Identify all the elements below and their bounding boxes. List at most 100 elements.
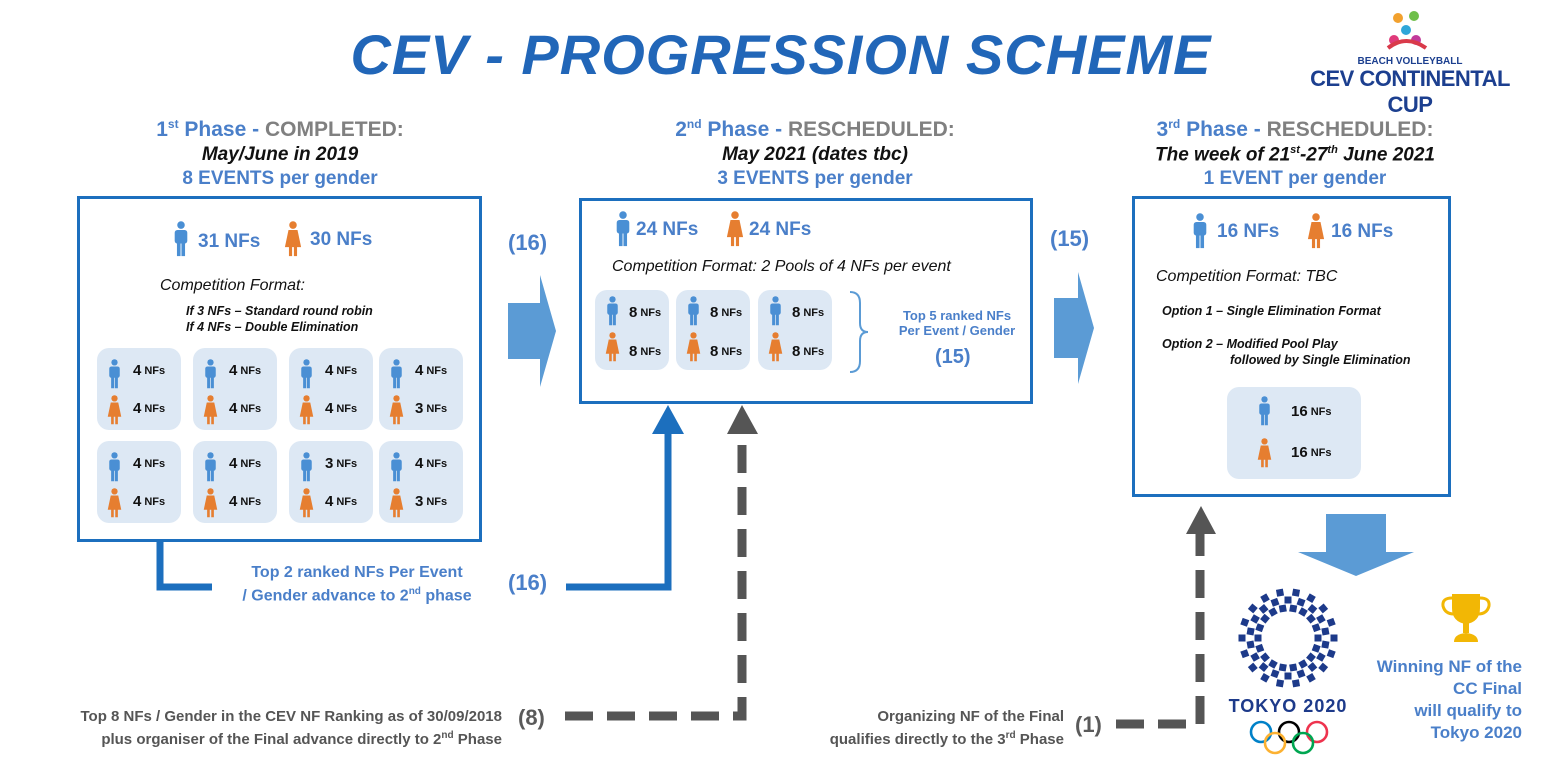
direct-qualification-text: Top 8 NFs / Gender in the CEV NF Ranking… (10, 707, 502, 749)
arrow-down-to-final (1298, 514, 1414, 576)
phase1-events: 8 EVENTS per gender (182, 168, 378, 189)
phase2-header: 2nd Phase - RESCHEDULED: May 2021 (dates… (590, 117, 1040, 190)
phase2-women-count: 24 NFs (749, 219, 812, 240)
phase1-advance-line2: / Gender advance to 2 (242, 587, 409, 605)
phase1-pool-women-num: 4 (325, 400, 334, 417)
emblem-checker (1318, 603, 1329, 614)
emblem-checker (1260, 652, 1270, 663)
phase1-pool-men-num: 4 (229, 362, 238, 379)
phase1-pool-women-num: 4 (229, 400, 238, 417)
phase3-pool-men-num: 16 (1291, 403, 1308, 420)
nfs-unit: NFs (721, 306, 743, 319)
phase3-option2a: Option 2 – Modified Pool Play (1162, 337, 1338, 351)
phase2-events: 3 EVENTS per gender (717, 168, 913, 189)
emblem-checker (1311, 643, 1321, 653)
nfs-unit: NFs (640, 345, 662, 358)
emblem-checker (1291, 588, 1301, 597)
cev-continental-cup-logo: BEACH VOLLEYBALL CEV CONTINENTAL CUP (1288, 10, 1532, 117)
nfs-unit: NFs (426, 364, 448, 377)
nfs-unit: NFs (240, 457, 262, 470)
tokyo-2020-label: TOKYO 2020 (1228, 696, 1348, 716)
nfs-unit: NFs (336, 457, 358, 470)
phase3-dash: - (1247, 118, 1267, 141)
emblem-checker (1255, 623, 1265, 633)
emblem-checker (1247, 603, 1258, 614)
emblem-checker (1321, 627, 1330, 636)
nfs-unit: NFs (640, 306, 662, 319)
nfs-unit: NFs (240, 495, 262, 508)
winning-line4: Tokyo 2020 (1430, 723, 1522, 742)
emblem-checker (1311, 623, 1321, 633)
phase3-box: 16 NFs 16 NFs Competition Format: TBC Op… (1132, 196, 1451, 497)
emblem-checker (1255, 643, 1265, 653)
direct-line3: Phase (453, 731, 502, 748)
emblem-checker (1306, 613, 1316, 624)
phase1-pool-men-num: 4 (415, 362, 424, 379)
emblem-checker (1268, 607, 1278, 617)
phase2-top5-count: (15) (935, 346, 971, 368)
emblem-checker (1278, 663, 1287, 672)
phase3-events: 1 EVENT per gender (1203, 168, 1387, 190)
emblem-checker (1306, 652, 1316, 663)
phase1-ordinal-sup: st (167, 117, 179, 131)
phase1-dash: - (246, 118, 265, 141)
nfs-unit: NFs (144, 457, 166, 470)
emblem-checker (1298, 659, 1308, 669)
phase3-option2b: followed by Single Elimination (1230, 353, 1411, 367)
page-title: CEV - PROGRESSION SCHEME (350, 23, 1212, 86)
nfs-unit: NFs (1310, 405, 1332, 418)
women-icon (1257, 437, 1272, 469)
emblem-checker (1247, 662, 1258, 673)
nfs-unit: NFs (721, 345, 743, 358)
nfs-unit: NFs (1310, 446, 1332, 459)
count-8: (8) (518, 705, 545, 730)
phase3-pool-women-num: 16 (1291, 444, 1308, 461)
phase1-format-title: Competition Format: (160, 277, 305, 294)
emblem-checker (1307, 662, 1318, 673)
phase3-date-b: -27 (1299, 144, 1328, 166)
emblem-checker (1316, 652, 1326, 662)
phase3-label: Phase (1186, 118, 1248, 141)
emblem-checker (1278, 604, 1287, 613)
phase2-pool-women-num: 8 (792, 343, 801, 360)
direct-line1: Top 8 NFs / Gender in the CEV NF Ranking… (80, 708, 502, 725)
phase1-pool-women-num: 3 (415, 400, 424, 417)
phase1-advance-text: Top 2 ranked NFs Per Event / Gender adva… (226, 563, 488, 605)
emblem-checker (1240, 617, 1250, 627)
phase1-advance-line3: phase (420, 587, 472, 605)
emblem-checker (1284, 596, 1292, 604)
phase2-date: May 2021 (dates tbc) (722, 144, 908, 165)
organizer-line2: qualifies directly to the 3 (829, 731, 1006, 748)
nfs-unit: NFs (240, 402, 262, 415)
olympic-rings-icon (1249, 720, 1329, 755)
phase1-pool-women-num: 4 (325, 493, 334, 510)
winning-line1: Winning NF of the (1376, 657, 1522, 676)
phase2-top5-line2: Per Event / Gender (898, 323, 1016, 338)
phase1-pool-women-num: 4 (229, 493, 238, 510)
phase1-pool-men-num: 4 (325, 362, 334, 379)
emblem-checker (1270, 669, 1280, 679)
phase3-ordinal: 3 (1156, 118, 1169, 141)
phase3-men-count: 16 NFs (1217, 221, 1280, 242)
phase1-format-line2: If 4 NFs – Double Elimination (186, 320, 359, 334)
phase1-advance-line1: Top 2 ranked NFs Per Event (251, 564, 463, 581)
emblem-checker (1260, 593, 1270, 603)
emblem-checker (1296, 597, 1306, 607)
phase3-date-sup1: st (1290, 144, 1300, 156)
emblem-checker (1321, 640, 1330, 649)
